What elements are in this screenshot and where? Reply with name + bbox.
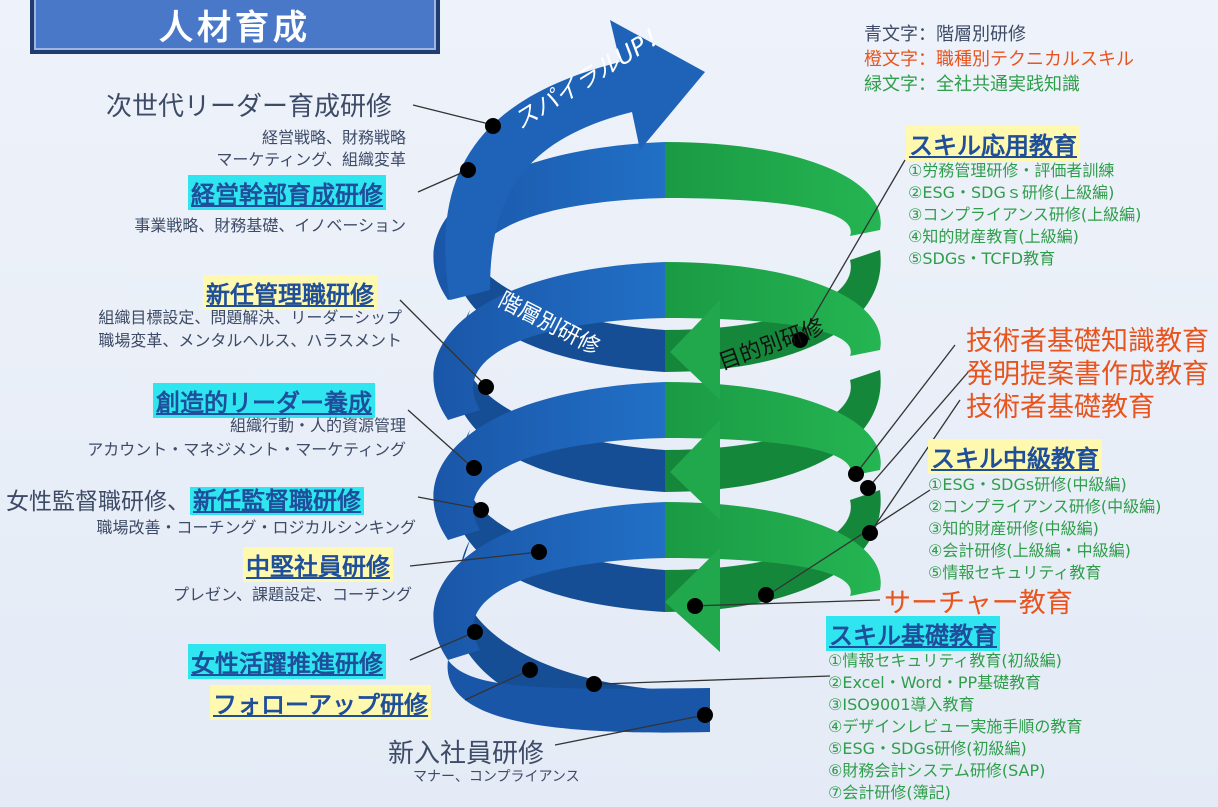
legend-hierarchy: 青文字：階層別研修 bbox=[864, 24, 1026, 45]
next-leader-title: 次世代リーダー育成研修 bbox=[106, 92, 393, 122]
legend-technical: 橙文字：職種別テクニカルスキル bbox=[864, 49, 1134, 70]
creative-leader-sub2: アカウント・マネジメント・マーケティング bbox=[87, 440, 406, 459]
intermediate-title: スキル中級教育 bbox=[928, 439, 1102, 474]
basic-item: ②Excel・Word・PP基礎教育 bbox=[828, 673, 1042, 692]
supervisor-prefix: 女性監督職研修、 bbox=[6, 489, 190, 515]
connector-lines bbox=[399, 104, 971, 746]
intermediate-item: ②コンプライアンス研修(中級編) bbox=[928, 497, 1162, 516]
basic-item: ③ISO9001導入教育 bbox=[828, 695, 975, 714]
mid-title: 中堅社員研修 bbox=[243, 547, 393, 582]
applied-item: ②ESG・SDGｓ研修(上級編) bbox=[908, 183, 1115, 202]
supervisor-row: 女性監督職研修、新任監督職研修 bbox=[6, 481, 364, 516]
basic-item: ⑦会計研修(簿記) bbox=[828, 783, 951, 802]
exec-sub1: 事業戦略、財務基礎、イノベーション bbox=[134, 216, 406, 235]
spiral-front-green bbox=[665, 142, 881, 596]
new-manager-title: 新任管理職研修 bbox=[203, 275, 377, 310]
supervisor-title: 新任監督職研修 bbox=[190, 487, 364, 515]
applied-title: スキル応用教育 bbox=[906, 126, 1080, 161]
basic-item: ⑤ESG・SDGs研修(初級編) bbox=[828, 739, 1027, 758]
applied-item: ④知的財産教育(上級編) bbox=[908, 227, 1079, 246]
intermediate-list: ①ESG・SDGs研修(中級編) ②コンプライアンス研修(中級編) ③知的財産研… bbox=[928, 474, 1161, 584]
followup-title: フォローアップ研修 bbox=[210, 685, 432, 720]
newcomer-title: 新入社員研修 bbox=[388, 739, 545, 769]
applied-list: ①労務管理研修・評価者訓練 ②ESG・SDGｓ研修(上級編) ③コンプライアンス… bbox=[908, 160, 1141, 270]
node-dots bbox=[460, 118, 878, 723]
new-manager-sub1: 組織目標設定、問題解決、リーダーシップ bbox=[98, 308, 402, 327]
technical-list: 技術者基礎知識教育 発明提案書作成教育 技術者基礎教育 bbox=[966, 325, 1209, 424]
creative-leader-title: 創造的リーダー養成 bbox=[153, 383, 375, 418]
legend-common: 緑文字：全社共通実践知識 bbox=[864, 74, 1080, 95]
basic-list: ①情報セキュリティ教育(初級編) ②Excel・Word・PP基礎教育 ③ISO… bbox=[828, 650, 1082, 804]
applied-item: ③コンプライアンス研修(上級編) bbox=[908, 205, 1142, 224]
basic-item: ⑥財務会計システム研修(SAP) bbox=[828, 761, 1046, 780]
next-leader-sub1: 経営戦略、財務戦略 bbox=[261, 128, 406, 147]
mid-sub1: プレゼン、課題設定、コーチング bbox=[172, 585, 412, 604]
spiral-tail bbox=[447, 660, 710, 733]
basic-title: スキル基礎教育 bbox=[826, 616, 1000, 651]
technical-item: 技術者基礎知識教育 bbox=[966, 326, 1209, 357]
newcomer-sub1: マナー、コンプライアンス bbox=[413, 769, 580, 785]
technical-item: 発明提案書作成教育 bbox=[966, 359, 1209, 390]
title-box: 人材育成 bbox=[30, 0, 440, 54]
legend: 青文字：階層別研修 橙文字：職種別テクニカルスキル 緑文字：全社共通実践知識 bbox=[864, 22, 1134, 97]
creative-leader-sub1: 組織行動・人的資源管理 bbox=[229, 416, 406, 435]
next-leader-sub2: マーケティング、組織変革 bbox=[216, 150, 406, 169]
intermediate-item: ①ESG・SDGs研修(中級編) bbox=[928, 475, 1127, 494]
basic-item: ④デザインレビュー実施手順の教育 bbox=[828, 717, 1083, 736]
technical-item: 技術者基礎教育 bbox=[966, 392, 1155, 423]
new-manager-sub2: 職場変革、メンタルヘルス、ハラスメント bbox=[98, 331, 402, 350]
spiral-up-arrow bbox=[445, 20, 705, 300]
supervisor-sub1: 職場改善・コーチング・ロジカルシンキング bbox=[96, 518, 416, 537]
researcher-label: サーチャー教育 bbox=[884, 588, 1073, 619]
applied-item: ①労務管理研修・評価者訓練 bbox=[908, 161, 1115, 180]
women-title: 女性活躍推進研修 bbox=[188, 644, 386, 679]
intermediate-item: ⑤情報セキュリティ教育 bbox=[928, 563, 1102, 582]
applied-item: ⑤SDGs・TCFD教育 bbox=[908, 249, 1056, 268]
intermediate-item: ④会計研修(上級編・中級編) bbox=[928, 541, 1131, 560]
intermediate-item: ③知的財産研修(中級編) bbox=[928, 519, 1099, 538]
basic-item: ①情報セキュリティ教育(初級編) bbox=[828, 651, 1062, 670]
exec-title: 経営幹部育成研修 bbox=[188, 175, 386, 210]
page-title: 人材育成 bbox=[159, 7, 311, 48]
